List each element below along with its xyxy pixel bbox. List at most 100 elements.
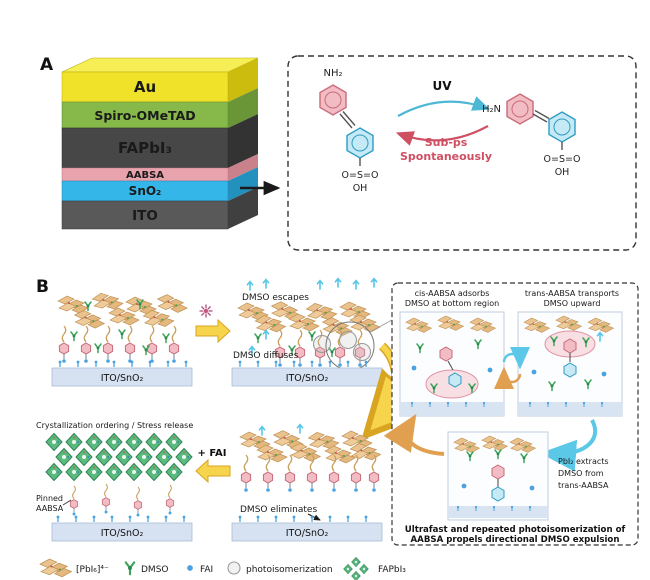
reverse-arrow xyxy=(395,125,489,146)
cycle-arrow-down xyxy=(540,419,598,472)
layer-aabsa-label: AABSA xyxy=(126,170,164,181)
sub-ps-label: Sub-ps xyxy=(425,136,468,149)
fai-icon xyxy=(187,565,193,571)
scene-crystallized: Crystallization ordering / Stress releas… xyxy=(36,421,193,542)
pinned-label-2: AABSA xyxy=(36,504,64,513)
light-icon xyxy=(199,304,213,318)
substrate-bar xyxy=(51,522,193,542)
legend-fapbi3-label: FAPbI₃ xyxy=(378,565,406,575)
eliminates-pointer xyxy=(307,513,321,521)
trans-amine-label: H₂N xyxy=(482,104,501,115)
cis-azo-bond-1 xyxy=(339,113,353,129)
layer-sno2-label: SnO₂ xyxy=(129,184,162,198)
dmso-diffuses-label: DMSO diffuses xyxy=(233,351,299,361)
trans-amine-ring-inner xyxy=(511,100,529,118)
extract-caption-3: trans-AABSA xyxy=(558,481,609,490)
fai-arrow-label: + FAI xyxy=(197,448,226,459)
legend-dmso-label: DMSO xyxy=(141,565,169,575)
extract-caption-1: PbI₂ extracts xyxy=(558,457,609,466)
panel-b-label: B xyxy=(36,277,49,297)
trans-amine-ring xyxy=(506,93,534,125)
layer-fapbi3-side xyxy=(228,114,258,168)
layer-fapbi3-label: FAPbI₃ xyxy=(118,139,172,157)
mechanism-inset: cis-AABSA adsorbs DMSO at bottom region … xyxy=(383,282,639,546)
cis-amine-ring xyxy=(319,84,347,116)
inset-summary-1: Ultrafast and repeated photoisomerizatio… xyxy=(405,525,626,535)
dmso-eliminates-label: DMSO eliminates xyxy=(240,505,317,515)
scene-eliminated: DMSO eliminates ITO/SnO₂ xyxy=(231,423,383,542)
legend-fai-label: FAI xyxy=(200,565,213,575)
layer-au-label: Au xyxy=(134,78,156,96)
uv-arrow xyxy=(397,96,491,117)
photoisomerization-icon xyxy=(227,561,241,575)
cis-azo-bond-2 xyxy=(342,111,356,126)
layer-fapbi3 xyxy=(61,127,229,169)
trans-caption-1: trans-AABSA transports xyxy=(525,289,619,298)
cis-sulfo-ring-inner xyxy=(351,134,369,152)
layer-spiro-label: Spiro-OMeTAD xyxy=(94,108,195,123)
mini-panel-cis xyxy=(399,311,505,417)
mini-extract-substrate xyxy=(448,506,548,518)
uv-label: UV xyxy=(432,79,452,93)
cis-sulfo-ring xyxy=(346,127,374,159)
extract-caption-2: DMSO from xyxy=(558,469,604,478)
panel-a-label: A xyxy=(40,55,54,75)
device-stack: Au Spiro-OMeTAD FAPbI₃ AABSA SnO₂ ITO xyxy=(61,57,259,230)
cis-sulfo-label: O=S=O xyxy=(342,170,379,181)
layer-ito-side xyxy=(228,187,258,229)
mini-cis-substrate xyxy=(400,402,504,416)
step-arrow-left xyxy=(195,458,231,484)
magnifier-leader-line xyxy=(369,319,393,333)
step-arrow-right xyxy=(195,318,231,344)
substrate-label: ITO/SnO₂ xyxy=(286,528,329,539)
substrate-bar xyxy=(51,367,193,387)
mini-trans-substrate xyxy=(518,402,622,416)
trans-sulfo-ring xyxy=(548,111,576,143)
pinned-label-1: Pinned xyxy=(36,494,63,503)
isomerization-arrows: UV Sub-ps Spontaneously xyxy=(395,79,492,163)
layer-sno2-side xyxy=(228,167,258,201)
trans-azo-bond-1 xyxy=(532,113,548,123)
substrate-label: ITO/SnO₂ xyxy=(101,373,144,384)
layer-spiro-side xyxy=(228,88,258,128)
legend-photoiso-label: photoisomerization xyxy=(246,565,333,575)
cis-oh-label: OH xyxy=(353,183,368,194)
trans-sulfo-label: O=S=O xyxy=(544,154,581,165)
uv-illumination-arrow xyxy=(195,304,231,344)
scene-uv: DMSO escapes DMSO diffuses xyxy=(231,277,393,387)
legend: [PbI₆]⁴⁻ DMSO FAI photoisomerization FAP… xyxy=(39,557,406,580)
substrate-bar xyxy=(231,522,383,542)
layer-au xyxy=(61,71,229,103)
substrate-label: ITO/SnO₂ xyxy=(101,528,144,539)
layer-ito xyxy=(61,200,229,230)
trans-azo-bond-2 xyxy=(534,109,550,120)
trans-sulfo-ring-inner xyxy=(553,118,571,136)
layer-au-top xyxy=(61,57,259,73)
cis-caption-1: cis-AABSA adsorbs xyxy=(415,289,490,298)
layer-aabsa-side xyxy=(228,154,258,181)
trans-caption-2: DMSO upward xyxy=(544,299,601,308)
trans-oh-label: OH xyxy=(555,167,570,178)
fapbi3-lattice xyxy=(45,433,193,481)
cis-caption-2: DMSO at bottom region xyxy=(405,299,499,308)
inset-summary-2: AABSA propels directional DMSO expulsion xyxy=(411,535,620,545)
layer-spiro xyxy=(61,101,229,129)
pinned-pointer xyxy=(62,499,72,506)
legend-pbi6-label: [PbI₆]⁴⁻ xyxy=(76,565,109,575)
cis-amine-ring-inner xyxy=(324,91,342,109)
cis-amine-label: NH₂ xyxy=(323,68,342,79)
substrate-label: ITO/SnO₂ xyxy=(286,373,329,384)
fai-arrow: + FAI xyxy=(195,448,231,484)
exchange-cycle-icon xyxy=(494,346,530,390)
layer-ito-label: ITO xyxy=(132,208,158,224)
cis-aabsa-structure: NH₂ O=S=O OH xyxy=(319,68,379,194)
scene-initial: ITO/SnO₂ xyxy=(51,290,193,387)
dmso-escapes-label: DMSO escapes xyxy=(242,293,309,303)
cycle-arrow-up xyxy=(383,413,445,456)
mini-panel-extract xyxy=(447,431,549,521)
mini-cis-azo xyxy=(447,360,454,371)
layer-au-side xyxy=(228,58,258,102)
reaction-box xyxy=(287,55,637,251)
